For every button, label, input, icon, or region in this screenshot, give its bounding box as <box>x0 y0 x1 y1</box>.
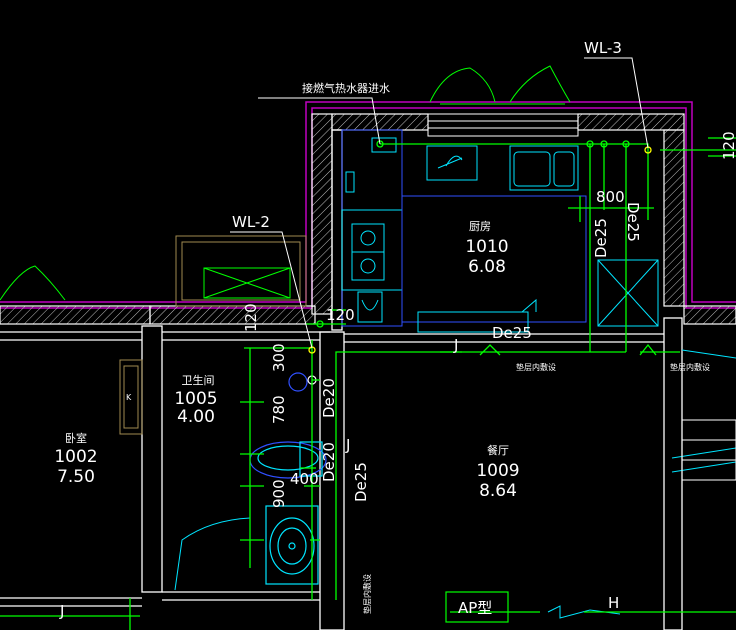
pipe-j-kitchen: J <box>453 336 458 354</box>
de25-corridor: De25 <box>492 324 532 342</box>
kitchen-id: 1010 <box>465 237 508 257</box>
exterior-wall <box>0 113 736 325</box>
bedroom-area: 7.50 <box>57 467 95 487</box>
dim-800: 800 <box>596 188 625 206</box>
bathroom-id: 1005 <box>174 389 217 409</box>
de20-a: De20 <box>320 378 338 418</box>
side-note: 垫层内敷设 <box>362 574 372 614</box>
kitchen-fixtures <box>341 129 659 333</box>
pipe-j-bottom: J <box>59 602 64 620</box>
dim-120-vert: 120 <box>242 303 260 332</box>
floor-laying-2: 垫层内敷设 <box>670 362 710 372</box>
kitchen-area: 6.08 <box>468 257 506 277</box>
water-pipes <box>0 137 736 630</box>
dining-id: 1009 <box>476 461 519 481</box>
annotations: WL-3 WL-2 接燃气热水器进水 120 800 De25 De25 120… <box>54 39 736 623</box>
bedroom-name: 卧室 <box>65 431 87 445</box>
dim-400: 400 <box>290 470 319 488</box>
dining-name: 餐厅 <box>487 443 509 457</box>
label-gas-heater-inlet: 接燃气热水器进水 <box>302 81 390 95</box>
bathroom-area: 4.00 <box>177 407 215 427</box>
dim-900: 900 <box>270 479 288 508</box>
window-swing-arcs <box>0 65 571 301</box>
balcony-planter <box>175 235 307 307</box>
bedroom-fixtures: K <box>119 359 251 591</box>
bedroom-id: 1002 <box>54 447 97 467</box>
label-wl2: WL-2 <box>232 213 270 231</box>
ap-type-label: AP型 <box>458 599 492 617</box>
kitchen-name: 厨房 <box>469 220 491 233</box>
label-wl3: WL-3 <box>584 39 622 57</box>
dining-right-fixtures <box>547 349 736 619</box>
pipe-j-mid: J <box>345 436 350 454</box>
dim-300: 300 <box>270 343 288 372</box>
leader-lines <box>230 57 649 349</box>
pipe-h-bottom: H <box>608 594 619 612</box>
dining-area: 8.64 <box>479 481 517 501</box>
bathroom-name: 卫生间 <box>182 373 215 387</box>
dim-120-top: 120 <box>720 131 736 160</box>
floor-laying-1: 垫层内敷设 <box>516 362 556 372</box>
dim-120-mid: 120 <box>326 306 355 324</box>
de25-kitchen-b: De25 <box>624 202 642 242</box>
svg-text:K: K <box>126 393 132 402</box>
dim-780: 780 <box>270 395 288 424</box>
de20-b: De20 <box>320 442 338 482</box>
de25-vert: De25 <box>352 462 370 502</box>
kitchen-window <box>427 103 579 137</box>
ap-type-box <box>445 591 509 623</box>
riser-markers <box>308 140 652 354</box>
de25-kitchen-a: De25 <box>592 218 610 258</box>
